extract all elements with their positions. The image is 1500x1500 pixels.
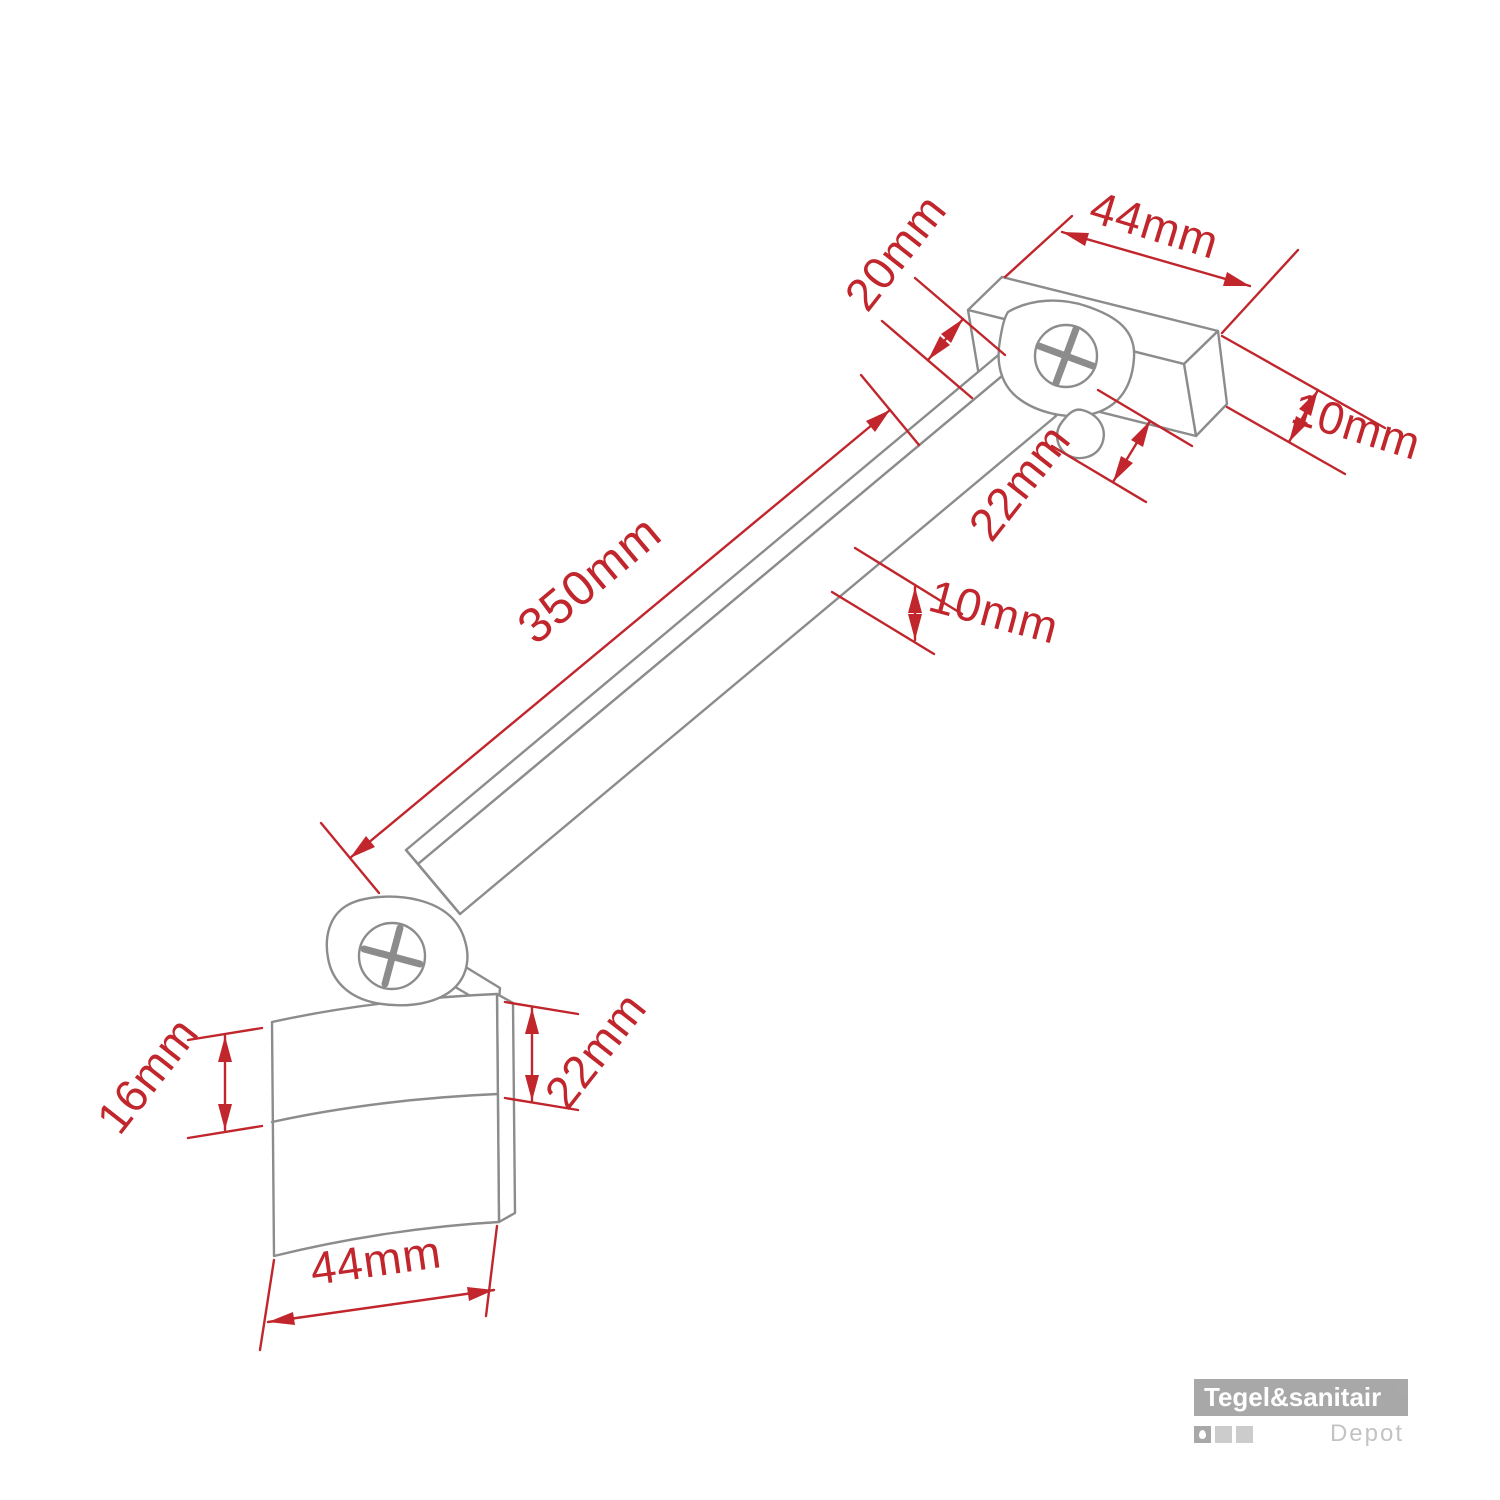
extension-line: [503, 1096, 580, 1112]
glass-clamp-band-line: [270, 1092, 500, 1124]
dim-wall-bracket-depth: 10mm: [1220, 334, 1427, 476]
dim-label-bar-width: 20mm: [834, 184, 956, 320]
glass-clamp-plate: [270, 992, 501, 1258]
arrowhead-icon: [866, 410, 890, 432]
extension-line: [830, 590, 936, 656]
extension-line: [913, 276, 1007, 357]
tile-icon: [1236, 1425, 1253, 1443]
extension-line: [1003, 214, 1074, 279]
support-bar: [404, 350, 1058, 916]
extension-line: [503, 1000, 580, 1016]
dim-label-clamp-side: 22mm: [534, 982, 656, 1118]
dimension-line: [266, 1288, 496, 1324]
brand-watermark: Tegel&sanitair Depot: [1194, 1379, 1408, 1448]
dim-bar-length: 350mm: [319, 373, 921, 895]
tile-icon: [1215, 1425, 1232, 1443]
dim-clamp-side: 22mm: [503, 982, 656, 1118]
support-bar-front-face: [416, 364, 1058, 916]
extension-line: [484, 1224, 499, 1318]
dimension-line: [348, 408, 892, 860]
dim-label-bar-length: 350mm: [508, 505, 672, 655]
arrowhead-icon: [218, 1104, 232, 1130]
extension-line: [853, 546, 964, 616]
arrowhead-icon: [908, 614, 922, 640]
dim-label-bar-thickness: 10mm: [924, 569, 1065, 653]
brand-subname: Depot: [1329, 1420, 1404, 1447]
arrowhead-icon: [941, 319, 963, 343]
arrowhead-icon: [350, 836, 375, 858]
dim-label-clamp-top: 16mm: [86, 1007, 208, 1143]
brand-subrow: Depot: [1194, 1420, 1408, 1448]
arrowhead-icon: [268, 1312, 295, 1325]
glass-clamp: [270, 942, 517, 1258]
arrowhead-icon: [467, 1287, 494, 1301]
arrowhead-icon: [1299, 390, 1318, 416]
support-bar-end-cap: [404, 848, 462, 916]
extension-line: [1225, 405, 1347, 476]
extension-line: [1220, 248, 1300, 335]
droplet-icon: [1194, 1425, 1211, 1443]
extension-line: [258, 1258, 276, 1352]
arrowhead-icon: [525, 1075, 539, 1101]
pivot-screw-cross-icon: [1052, 325, 1080, 387]
arrowhead-icon: [1131, 421, 1150, 447]
arrowhead-icon: [908, 587, 922, 613]
arrowhead-icon: [928, 336, 950, 360]
extension-line: [1220, 334, 1387, 430]
arrowhead-icon: [1289, 416, 1308, 442]
pivot-clamp: [997, 299, 1136, 460]
extension-line: [186, 1124, 264, 1140]
dim-label-bracket-depth: 10mm: [1286, 382, 1427, 470]
arrowhead-icon: [1062, 232, 1089, 246]
extension-line: [1096, 388, 1194, 448]
arrowhead-icon: [1223, 272, 1250, 286]
arrowhead-icon: [1113, 456, 1133, 482]
support-bar-top-face: [404, 350, 1016, 866]
brand-name: Tegel&sanitair: [1194, 1379, 1408, 1416]
dim-clamp-top: 16mm: [86, 1007, 264, 1143]
hinge-screw-cross-icon: [381, 924, 404, 988]
extension-line: [1050, 444, 1148, 504]
dimension-line: [1060, 230, 1252, 288]
extension-line: [186, 1026, 264, 1042]
arrowhead-icon: [525, 1008, 539, 1034]
dim-label-bracket-width: 44mm: [1084, 181, 1225, 269]
bottom-hinge: [325, 895, 469, 1007]
arrowhead-icon: [218, 1036, 232, 1062]
